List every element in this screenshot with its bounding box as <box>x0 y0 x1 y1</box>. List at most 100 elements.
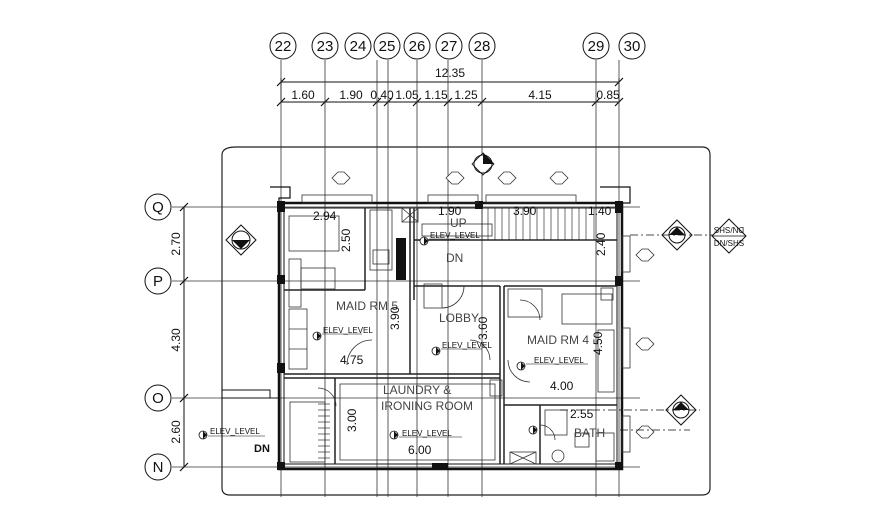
bath-fixtures <box>509 409 615 465</box>
grid-column-22: 22 <box>269 32 297 497</box>
grid-column-22-label: 22 <box>275 38 292 55</box>
section-label-bottom: DN/SHS <box>714 239 744 248</box>
grid-column-25: 25 <box>373 32 401 497</box>
dim-maid5-bottom: 4.75 <box>340 353 364 367</box>
lobby-doors <box>423 283 491 361</box>
grid-column-28: 28 <box>468 32 496 497</box>
col-dim-3: 0.40 <box>370 88 394 102</box>
level-marker-bath <box>528 425 538 435</box>
dim-maid5-mid: 3.90 <box>388 306 402 330</box>
interior-dimensions: 2.94 2.50 4.75 3.90 1.90 3.90 1.40 2.40 … <box>313 204 612 457</box>
grid-column-28-label: 28 <box>474 38 491 55</box>
col-dim-4: 1.05 <box>395 88 419 102</box>
grid-column-29: 29 <box>582 32 610 497</box>
elevator-shaft <box>369 207 493 271</box>
grid-column-30-label: 30 <box>624 38 641 55</box>
level-marker-laundry: ELEV_LEVEL <box>389 429 462 440</box>
laundry-fixtures <box>289 383 496 463</box>
room-laundry-line2: IRONING ROOM <box>381 399 473 413</box>
grid-column-23-label: 23 <box>317 38 334 55</box>
grid-column-27-label: 27 <box>441 38 458 55</box>
dim-stair-top: 3.90 <box>513 204 537 218</box>
grid-row-q-label: Q <box>152 199 164 216</box>
overall-dimension-value: 12.35 <box>435 66 465 80</box>
dim-maid5-top: 2.94 <box>313 209 337 223</box>
dim-laundry-bottom: 6.00 <box>408 443 432 457</box>
stair-up <box>481 207 595 241</box>
north-arrow-icon <box>471 152 495 176</box>
structural-columns <box>277 201 623 470</box>
level-marker-lobby: ELEV_LEVEL <box>431 341 492 356</box>
elev-level-outside: ELEV_LEVEL <box>210 427 260 436</box>
dim-lobby-side: 3.60 <box>476 316 490 340</box>
dim-bath-top: 2.55 <box>570 407 594 421</box>
exterior-walls <box>222 186 631 471</box>
grid-row-q: Q <box>144 193 640 221</box>
elev-level-maid4: ELEV_LEVEL <box>534 356 584 365</box>
grid-columns: 22 23 24 25 26 27 28 <box>269 32 646 497</box>
col-dim-7: 4.15 <box>528 88 552 102</box>
grid-column-26-label: 26 <box>409 38 426 55</box>
dim-laundry-side: 3.00 <box>345 408 359 432</box>
grid-row-o: O <box>144 384 640 412</box>
elev-level-laundry: ELEV_LEVEL <box>402 429 452 438</box>
room-labels: MAID RM 5 LOBBY MAID RM 4 LAUNDRY & IRON… <box>336 299 605 440</box>
grid-column-23: 23 <box>311 32 339 497</box>
right-section-marker-icon <box>630 219 740 251</box>
maid-room-4-furniture <box>489 287 615 397</box>
row-dim-2: 4.30 <box>169 328 183 352</box>
dim-right-top: 1.40 <box>588 204 612 218</box>
grid-row-p: P <box>144 267 640 295</box>
grid-rows: Q P O N <box>144 193 640 481</box>
level-marker-maid4: ELEV_LEVEL <box>516 356 588 371</box>
window-frames <box>301 194 631 453</box>
far-right-section-marker-icon: DN/SHS DN/SHS <box>711 218 747 254</box>
room-laundry-line1: LAUNDRY & <box>383 383 451 397</box>
grid-row-n: N <box>144 453 640 481</box>
level-marker-maid5: ELEV_LEVEL <box>312 326 373 341</box>
lower-right-section-marker-icon <box>560 394 700 431</box>
level-marker-outside: ELEV_LEVEL <box>198 427 265 440</box>
row-dim-1: 2.70 <box>169 232 183 256</box>
row-dimension-chain: 2.70 4.30 2.60 <box>169 202 189 472</box>
window-markers <box>331 171 655 439</box>
col-dim-1: 1.60 <box>291 88 315 102</box>
col-dim-8: 0.85 <box>596 88 620 102</box>
grid-column-26: 26 <box>403 32 431 497</box>
grid-column-24-label: 24 <box>350 38 367 55</box>
column-dimension-chain: 1.60 1.90 0.40 1.05 1.15 1.25 4.15 0.85 <box>276 88 624 107</box>
col-dim-5: 1.15 <box>424 88 448 102</box>
dim-maid5-side: 2.50 <box>339 228 353 252</box>
room-maid-rm-4: MAID RM 4 <box>527 333 589 347</box>
grid-row-n-label: N <box>153 459 164 476</box>
dim-maid4-bottom: 4.00 <box>550 379 574 393</box>
room-lobby: LOBBY <box>439 311 479 325</box>
label-up: UP <box>450 216 467 230</box>
grid-column-27: 27 <box>435 32 463 497</box>
elev-level-hall: ELEV_LEVEL <box>430 231 480 240</box>
grid-row-p-label: P <box>153 273 163 290</box>
dim-hall-top: 1.90 <box>438 204 462 218</box>
level-markers: ELEV_LEVEL ELEV_LEVEL ELEV_LEVEL ELEV_LE… <box>198 231 588 440</box>
grid-row-o-label: O <box>152 390 164 407</box>
room-maid-rm-5: MAID RM 5 <box>336 299 398 313</box>
room-bath: BATH <box>574 426 605 440</box>
elev-level-lobby: ELEV_LEVEL <box>442 341 492 350</box>
grid-column-29-label: 29 <box>588 38 605 55</box>
label-dn-stair: DN <box>254 443 270 455</box>
dim-right-side: 2.40 <box>594 232 608 256</box>
section-label-top: DN/SHS <box>714 225 744 234</box>
maid-room-5-furniture <box>288 215 373 370</box>
grid-column-25-label: 25 <box>379 38 396 55</box>
site-boundary <box>221 146 711 496</box>
overall-dimension: 12.35 <box>276 66 624 100</box>
col-dim-6: 1.25 <box>454 88 478 102</box>
dim-maid4-side: 4.50 <box>591 331 605 355</box>
left-section-marker-icon <box>225 224 257 256</box>
grid-column-24: 24 <box>344 32 378 497</box>
row-dim-3: 2.60 <box>169 420 183 444</box>
col-dim-2: 1.90 <box>339 88 363 102</box>
elev-level-maid5: ELEV_LEVEL <box>323 326 373 335</box>
label-dn-hall: DN <box>446 251 463 265</box>
